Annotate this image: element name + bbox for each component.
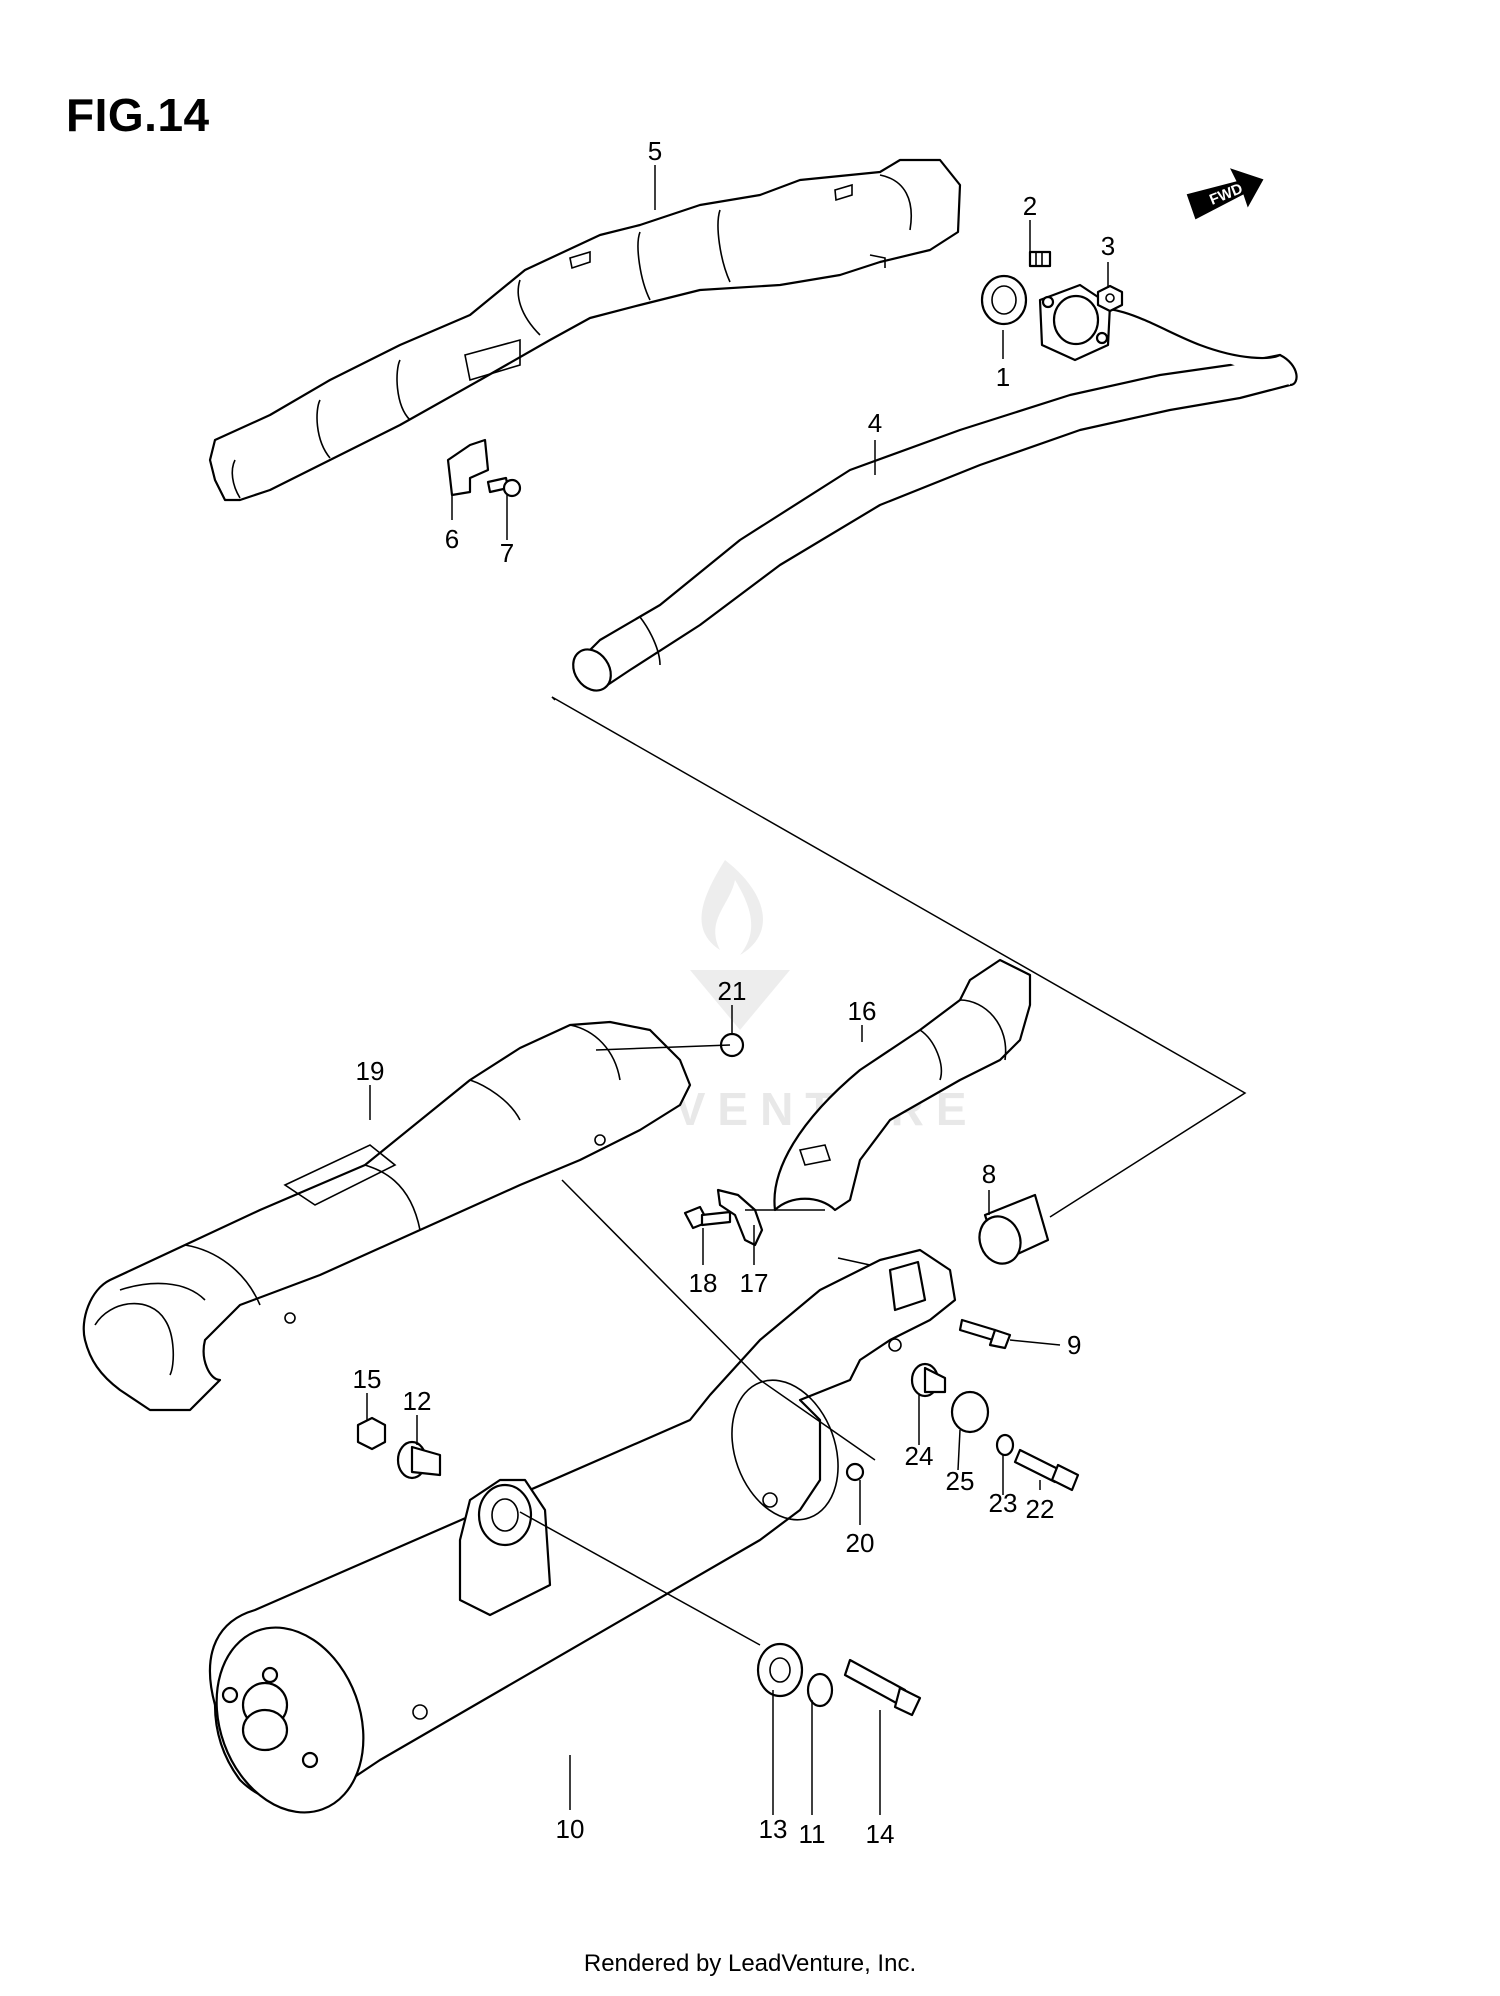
part-24-collar <box>910 1362 947 1398</box>
assembly-guide-lines <box>519 696 1247 1646</box>
part-17-bracket <box>716 1188 764 1247</box>
callout-22: 22 <box>1026 1494 1055 1524</box>
callout-23: 23 <box>989 1488 1018 1518</box>
part-16-pipe-cover <box>773 958 1032 1212</box>
footer-credit: Rendered by LeadVenture, Inc. <box>583 1950 917 1977</box>
part-1-gasket <box>980 274 1028 326</box>
part-14-bolt <box>843 1658 922 1717</box>
callout-8: 8 <box>982 1159 996 1189</box>
part-5-heat-shield <box>208 158 962 502</box>
callout-4: 4 <box>868 408 882 438</box>
callout-14: 14 <box>866 1819 895 1849</box>
part-18-bolt <box>683 1205 732 1230</box>
part-23-washer <box>995 1433 1015 1457</box>
callout-19: 19 <box>356 1056 385 1086</box>
figure-title: FIG.14 <box>66 89 210 141</box>
part-3-nut <box>1096 284 1124 313</box>
callout-18: 18 <box>689 1268 718 1298</box>
callout-24: 24 <box>905 1441 934 1471</box>
part-20-nut <box>845 1462 865 1482</box>
callout-3: 3 <box>1101 231 1115 261</box>
callout-13: 13 <box>759 1814 788 1844</box>
part-13-grommet <box>756 1642 804 1698</box>
callout-11: 11 <box>799 1819 826 1849</box>
part-9-bolt <box>958 1318 1012 1350</box>
part-25-grommet <box>950 1390 990 1434</box>
callout-5: 5 <box>648 136 662 166</box>
callout-25: 25 <box>946 1466 975 1496</box>
part-11-washer <box>806 1672 834 1708</box>
callout-labels: 1 2 3 4 5 6 7 8 9 10 11 12 13 14 15 16 1… <box>353 136 1116 1849</box>
callout-10: 10 <box>556 1814 585 1844</box>
callout-9: 9 <box>1067 1330 1081 1360</box>
part-19-muffler-cover <box>82 1020 692 1412</box>
exhaust-flange <box>1038 283 1112 362</box>
callout-20: 20 <box>846 1528 875 1558</box>
callout-7: 7 <box>500 538 514 568</box>
callout-21: 21 <box>718 976 747 1006</box>
callout-1: 1 <box>996 362 1010 392</box>
callout-15: 15 <box>353 1364 382 1394</box>
part-8-joint <box>978 1193 1050 1265</box>
callout-2: 2 <box>1023 191 1037 221</box>
callout-6: 6 <box>445 524 459 554</box>
part-12-collar <box>396 1440 442 1480</box>
fwd-arrow-icon: FWD <box>1186 168 1264 220</box>
part-15-nut <box>356 1416 387 1451</box>
part-22-bolt <box>1013 1448 1080 1492</box>
fwd-label: FWD <box>1207 180 1245 209</box>
part-6-clamp <box>446 438 490 497</box>
callout-16: 16 <box>848 996 877 1026</box>
part-10-muffler <box>208 1248 957 1814</box>
callout-12: 12 <box>403 1386 432 1416</box>
part-4-exhaust-pipe <box>572 306 1298 692</box>
callout-17: 17 <box>740 1268 769 1298</box>
part-7-screw <box>486 476 522 498</box>
leader-lines <box>366 165 1109 1815</box>
part-2-stud <box>1028 250 1052 268</box>
